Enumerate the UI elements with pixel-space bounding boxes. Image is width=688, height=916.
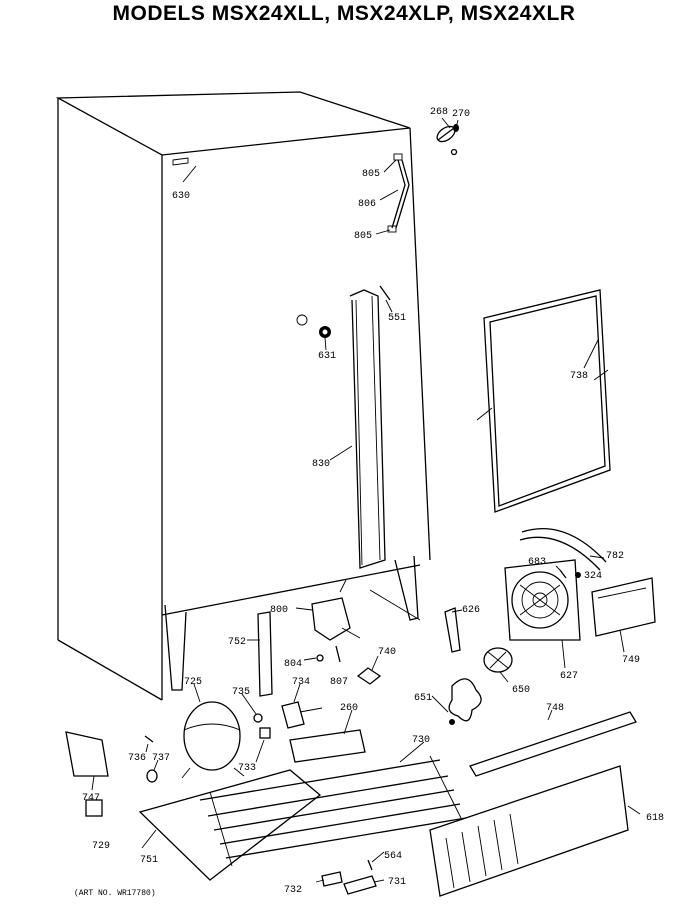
part-626 bbox=[444, 607, 461, 653]
label-806: 806 bbox=[358, 199, 376, 210]
part-627-fan-bracket bbox=[504, 559, 581, 641]
part-268-270 bbox=[436, 124, 459, 156]
part-631 bbox=[319, 326, 331, 338]
part-734-relay bbox=[281, 701, 323, 729]
part-683-screw bbox=[559, 569, 567, 579]
label-626: 626 bbox=[462, 605, 480, 616]
part-807 bbox=[335, 645, 341, 663]
label-627: 627 bbox=[560, 671, 578, 682]
label-738: 738 bbox=[570, 371, 588, 382]
label-725: 725 bbox=[184, 677, 202, 688]
label-729: 729 bbox=[92, 841, 110, 852]
label-804: 804 bbox=[284, 659, 302, 670]
art-number: (ART NO. WR17780) bbox=[74, 889, 156, 898]
part-752-bracket bbox=[257, 611, 273, 697]
part-735 bbox=[253, 713, 263, 723]
label-564: 564 bbox=[384, 851, 402, 862]
label-260: 260 bbox=[340, 703, 358, 714]
label-730: 730 bbox=[412, 735, 430, 746]
label-747: 747 bbox=[82, 793, 100, 804]
label-630: 630 bbox=[172, 191, 190, 202]
part-731 bbox=[343, 875, 377, 895]
part-740 bbox=[356, 667, 382, 685]
label-551: 551 bbox=[388, 313, 406, 324]
part-830-channel bbox=[349, 289, 386, 569]
label-736: 736 bbox=[128, 753, 146, 764]
part-806-tube bbox=[387, 153, 410, 233]
label-650: 650 bbox=[512, 685, 530, 696]
part-725-compressor bbox=[181, 701, 245, 779]
part-749-panel bbox=[591, 577, 656, 637]
label-733: 733 bbox=[238, 763, 256, 774]
leader-lines bbox=[91, 117, 641, 883]
part-729 bbox=[85, 799, 103, 817]
label-324: 324 bbox=[584, 571, 602, 582]
part-800-valve bbox=[311, 579, 361, 641]
label-748: 748 bbox=[546, 703, 564, 714]
label-749: 749 bbox=[622, 655, 640, 666]
part-804 bbox=[316, 654, 324, 662]
part-732 bbox=[321, 871, 343, 887]
part-618-grille bbox=[429, 765, 629, 897]
part-733 bbox=[259, 727, 271, 739]
label-740: 740 bbox=[378, 647, 396, 658]
label-751: 751 bbox=[140, 855, 158, 866]
label-800: 800 bbox=[270, 605, 288, 616]
label-270: 270 bbox=[452, 109, 470, 120]
part-650-motor bbox=[483, 647, 513, 673]
part-260 bbox=[289, 729, 366, 763]
label-830: 830 bbox=[312, 459, 330, 470]
part-748-rail bbox=[469, 711, 637, 777]
cabinet bbox=[55, 91, 431, 701]
label-805-bottom: 805 bbox=[354, 231, 372, 242]
part-number-labels: 268 270 805 806 805 630 551 631 738 830 … bbox=[82, 107, 664, 896]
label-683: 683 bbox=[528, 557, 546, 568]
part-564 bbox=[367, 859, 373, 871]
part-551-screw bbox=[379, 285, 391, 301]
label-734: 734 bbox=[292, 677, 310, 688]
part-736 bbox=[144, 735, 154, 743]
label-268: 268 bbox=[430, 107, 448, 118]
label-731: 731 bbox=[388, 877, 406, 888]
part-782-hose bbox=[519, 528, 607, 571]
part-751-base-pan bbox=[138, 769, 322, 881]
part-737 bbox=[146, 769, 158, 783]
diagram-title: MODELS MSX24XLL, MSX24XLP, MSX24XLR bbox=[112, 2, 576, 25]
label-618: 618 bbox=[646, 813, 664, 824]
label-752: 752 bbox=[228, 637, 246, 648]
label-735: 735 bbox=[232, 687, 250, 698]
label-737: 737 bbox=[152, 753, 170, 764]
label-732: 732 bbox=[284, 885, 302, 896]
label-651: 651 bbox=[414, 693, 432, 704]
label-805-top: 805 bbox=[362, 169, 380, 180]
part-730-condenser bbox=[199, 755, 467, 867]
part-738-gasket bbox=[476, 289, 611, 513]
part-747 bbox=[65, 731, 109, 777]
label-782: 782 bbox=[606, 551, 624, 562]
part-651-fan bbox=[448, 678, 482, 725]
label-807: 807 bbox=[330, 677, 348, 688]
label-631: 631 bbox=[318, 351, 336, 362]
